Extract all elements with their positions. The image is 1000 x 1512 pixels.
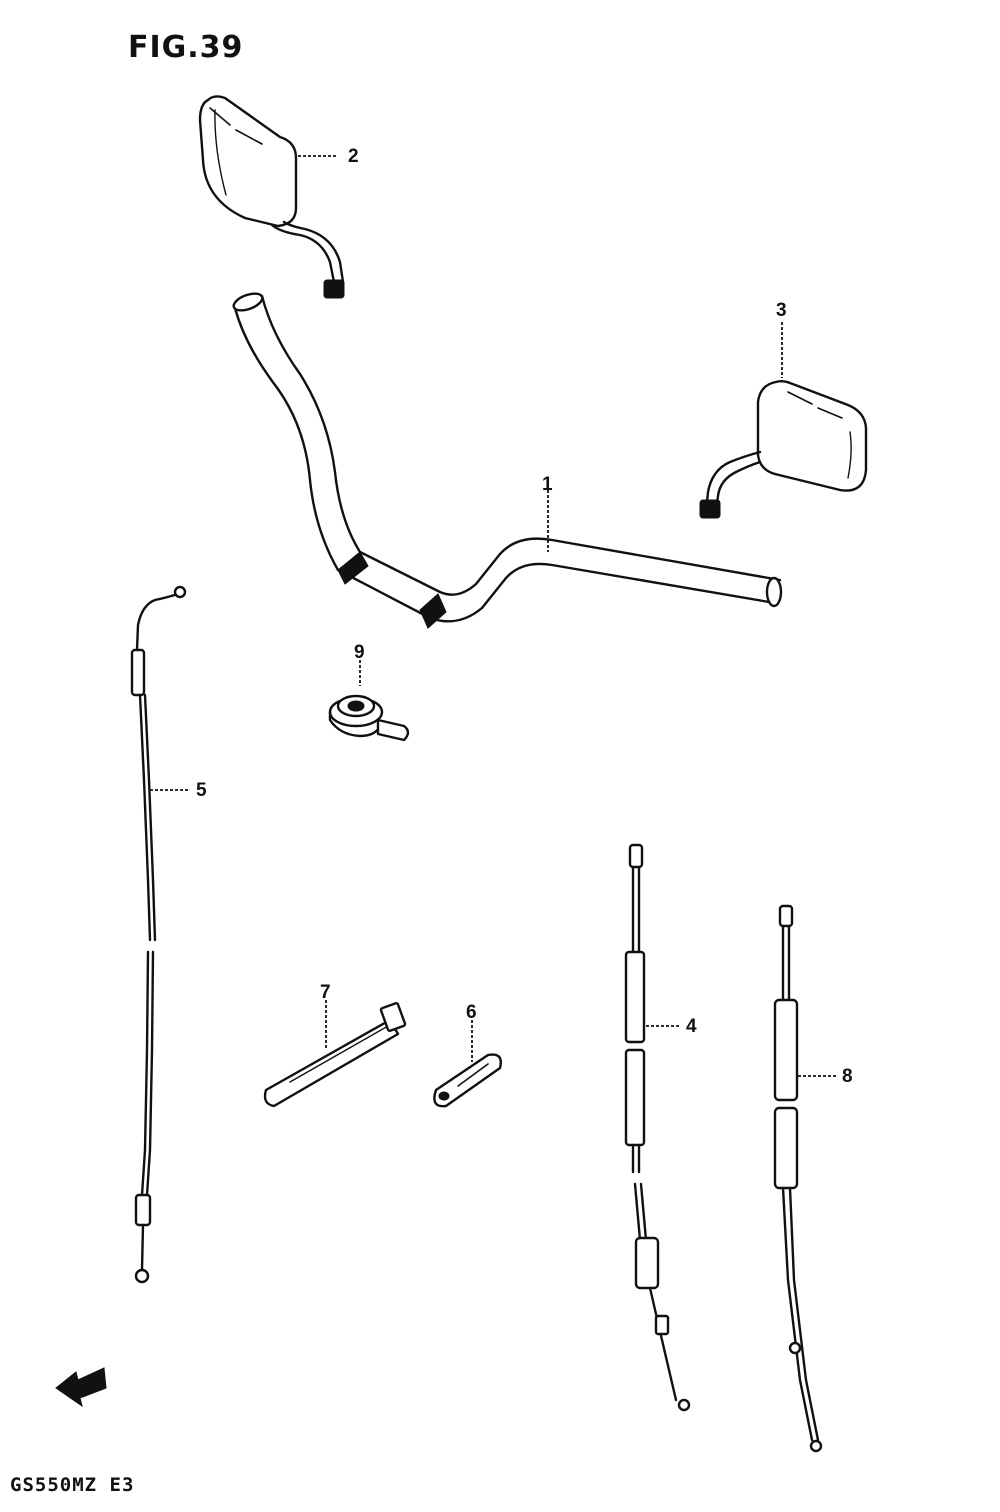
clutch-cable: 5	[130, 585, 207, 1284]
clip: 6	[433, 1002, 502, 1108]
front-arrow-icon	[55, 1367, 107, 1408]
throttle-cable-2: 8	[773, 904, 853, 1453]
model-code: GS550MZ E3	[10, 1474, 135, 1496]
callout-3: 3	[776, 300, 787, 321]
callout-1: 1	[542, 474, 553, 495]
choke-knob: 9	[328, 642, 410, 742]
callout-8: 8	[842, 1066, 853, 1087]
figure-title: FIG.39	[128, 30, 244, 65]
mirror-right: 3	[699, 300, 868, 519]
callout-2: 2	[348, 146, 359, 167]
cable-strap: 7	[263, 982, 407, 1108]
callout-7: 7	[320, 982, 331, 1003]
callout-5: 5	[196, 780, 207, 801]
mirror-left: 2	[198, 95, 359, 299]
handlebar: 1	[232, 292, 783, 629]
callout-6: 6	[466, 1002, 477, 1023]
callout-9: 9	[354, 642, 365, 663]
throttle-cable-1: 4	[624, 843, 697, 1412]
callout-4: 4	[686, 1016, 697, 1037]
